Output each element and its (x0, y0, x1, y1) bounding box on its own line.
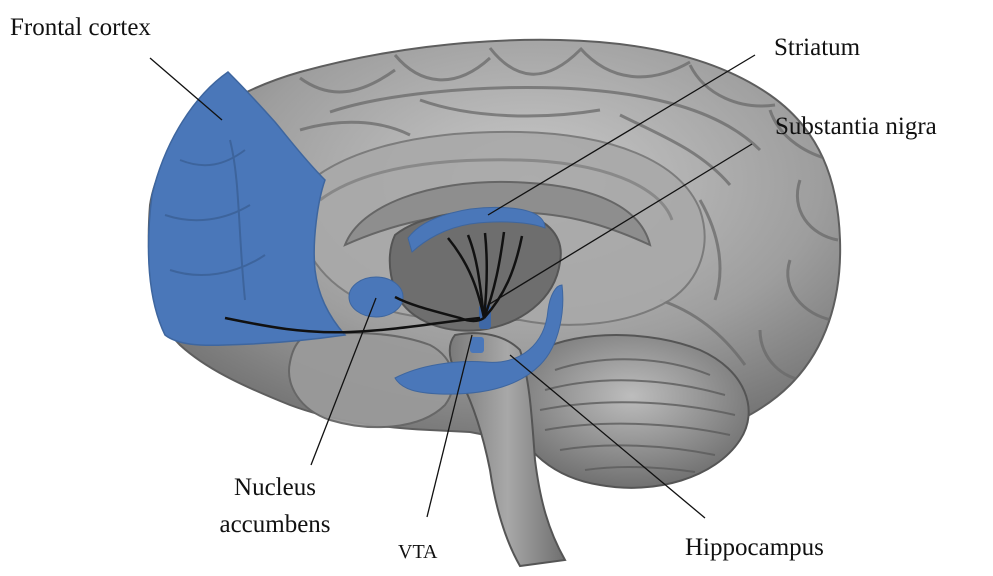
label-substantia-nigra: Substantia nigra (775, 113, 937, 142)
label-hippocampus: Hippocampus (685, 534, 824, 563)
nucleus-accumbens-region (349, 277, 403, 317)
label-nucleus-accumbens-line1: Nucleus (200, 474, 350, 503)
label-nucleus-accumbens-line2: accumbens (200, 511, 350, 540)
label-vta: VTA (398, 541, 438, 564)
vta-region (470, 337, 484, 353)
label-nucleus-accumbens: Nucleus accumbens (200, 474, 350, 540)
label-striatum: Striatum (774, 34, 860, 63)
label-frontal-cortex: Frontal cortex (10, 14, 151, 43)
